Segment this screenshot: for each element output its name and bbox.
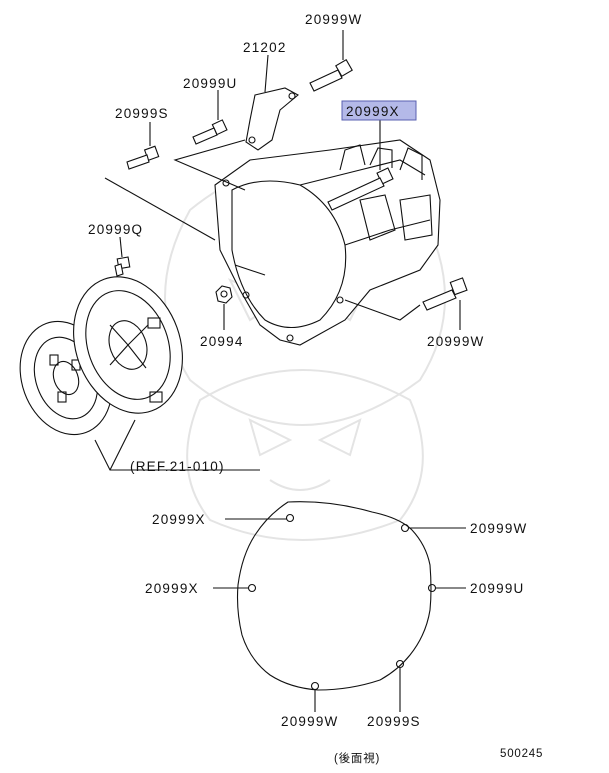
label-ref: (REF.21-010)	[130, 459, 225, 474]
diagram-number: 500245	[500, 748, 543, 760]
bolt-20999s-top	[126, 145, 160, 170]
bracket-21202	[245, 87, 299, 151]
label-top-bolt: 20999W	[305, 12, 362, 27]
leader-lines	[94, 30, 461, 471]
label-nut: 20994	[200, 334, 244, 349]
bolt-20999w-right	[422, 277, 468, 311]
label-bracket: 21202	[243, 40, 287, 55]
label-rear-u-right: 20999U	[470, 581, 525, 596]
rear-view-outline	[213, 501, 466, 712]
nut-20994	[215, 285, 233, 304]
pressure-plate	[73, 276, 183, 414]
label-rear-s-bottom: 20999S	[367, 714, 421, 729]
label-highlighted-bolt: 20999X	[346, 104, 400, 119]
bolt-20999w-top	[309, 59, 353, 92]
bolt-20999q	[114, 256, 131, 277]
bolt-20999x-highlighted	[327, 167, 394, 211]
highlight-box	[341, 100, 417, 121]
bolt-20999u-top	[192, 119, 228, 145]
transmission-housing	[214, 139, 441, 346]
label-rear-x-top: 20999X	[152, 512, 206, 527]
view-caption: (後面視)	[334, 751, 380, 765]
label-bolt-s-top: 20999S	[115, 106, 169, 121]
label-bolt-w-right: 20999W	[427, 334, 484, 349]
label-bolt-u-top: 20999U	[183, 76, 238, 91]
label-bolt-q: 20999Q	[88, 222, 143, 237]
label-rear-x-left: 20999X	[145, 581, 199, 596]
label-rear-w-right: 20999W	[470, 521, 527, 536]
label-rear-w-bottom: 20999W	[281, 714, 338, 729]
